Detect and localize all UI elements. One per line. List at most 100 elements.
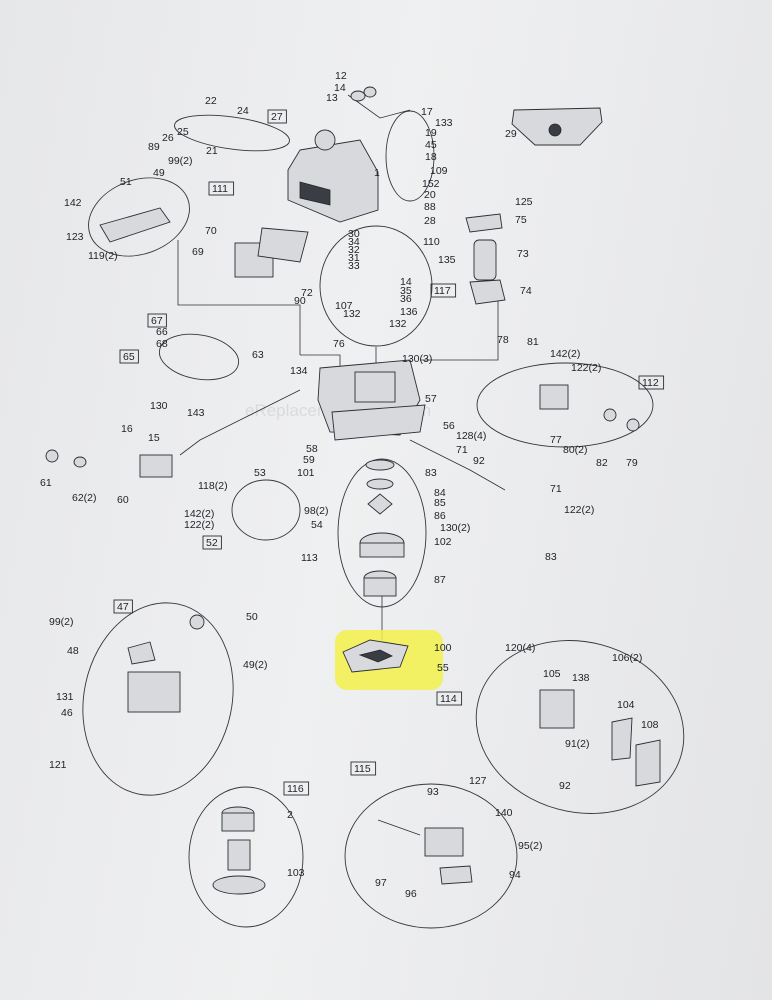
part-label-83: 83 xyxy=(425,467,437,479)
part-label-142-2-: 142(2) xyxy=(184,508,214,520)
head-cap[interactable] xyxy=(314,129,336,151)
group-111-parts[interactable] xyxy=(99,207,309,278)
motor-head-casing[interactable] xyxy=(287,139,379,223)
group-116-parts[interactable] xyxy=(212,806,266,895)
table-plate[interactable] xyxy=(331,404,426,441)
part-label-88: 88 xyxy=(424,201,436,213)
part-label-32: 32 xyxy=(348,244,360,256)
part-label-78: 78 xyxy=(497,334,509,346)
switch-assembly[interactable] xyxy=(45,449,173,478)
part-93-block[interactable] xyxy=(424,827,464,857)
part-label-15: 15 xyxy=(148,432,160,444)
part-97-rod xyxy=(377,819,421,836)
part-label-76: 76 xyxy=(333,338,345,350)
part-label-99-2-: 99(2) xyxy=(168,155,193,167)
part-87-body[interactable] xyxy=(363,577,397,597)
part-label-53: 53 xyxy=(254,467,266,479)
part-73-motor[interactable] xyxy=(473,239,497,281)
part-62-washer[interactable] xyxy=(73,456,87,468)
label-frame-65 xyxy=(119,349,139,364)
connector-line-1 xyxy=(177,240,301,355)
part-label-30: 30 xyxy=(348,228,360,240)
part-label-14: 14 xyxy=(334,82,346,94)
framed-label-boxes xyxy=(113,109,665,796)
part-102-body[interactable] xyxy=(359,542,405,558)
part-103-shaft[interactable] xyxy=(227,839,251,871)
part-label-104: 104 xyxy=(617,699,635,711)
label-frame-115 xyxy=(350,761,377,776)
part-label-1: 1 xyxy=(374,167,380,179)
part-label-82: 82 xyxy=(596,457,608,469)
part-label-81: 81 xyxy=(527,336,539,348)
part-label-132: 132 xyxy=(389,318,407,330)
part-label-110: 110 xyxy=(423,236,440,248)
connector-line-8 xyxy=(409,439,506,491)
group-114-parts[interactable] xyxy=(539,689,661,787)
part-label-87: 87 xyxy=(434,574,446,586)
part-label-67: 67 xyxy=(151,315,163,327)
motor-assembly[interactable] xyxy=(465,213,506,305)
part-82-ring[interactable] xyxy=(603,408,617,422)
group-112-parts[interactable] xyxy=(539,384,640,432)
part-label-71: 71 xyxy=(456,444,468,456)
part-103-flange[interactable] xyxy=(212,875,266,895)
part-48-bracket[interactable] xyxy=(127,641,156,665)
part-label-130: 130 xyxy=(150,400,168,412)
group-47-parts[interactable] xyxy=(127,614,205,713)
group-27-outline xyxy=(174,114,290,152)
part-label-70: 70 xyxy=(205,225,217,237)
part-label-86: 86 xyxy=(434,510,446,522)
base-table-assembly[interactable] xyxy=(317,359,426,441)
part-85[interactable] xyxy=(366,478,394,490)
part-105-block[interactable] xyxy=(539,689,575,729)
part-94-plate[interactable] xyxy=(439,865,473,885)
part-15-switch[interactable] xyxy=(139,454,173,478)
part-108-plate[interactable] xyxy=(635,739,661,787)
part-label-49-2-: 49(2) xyxy=(243,659,268,671)
part-79-knob[interactable] xyxy=(626,418,640,432)
part-14-ring[interactable] xyxy=(363,86,377,98)
label-frame-117 xyxy=(430,283,457,298)
part-label-142-2-: 142(2) xyxy=(550,348,580,360)
part-77-block[interactable] xyxy=(539,384,569,410)
part-label-140: 140 xyxy=(495,807,513,819)
group-115-parts[interactable] xyxy=(377,819,473,885)
part-29-plate[interactable] xyxy=(511,107,603,146)
part-label-55: 55 xyxy=(437,662,449,674)
part-61-knob[interactable] xyxy=(45,449,59,463)
part-100-vise[interactable] xyxy=(342,639,409,673)
part-label-111: 111 xyxy=(212,183,228,195)
part-51-plate[interactable] xyxy=(99,207,171,243)
part-86[interactable] xyxy=(367,493,393,515)
part-131-body[interactable] xyxy=(127,671,181,713)
part-104-plate[interactable] xyxy=(611,717,633,761)
part-label-35: 35 xyxy=(400,285,412,297)
part-label-14: 14 xyxy=(400,276,412,288)
part-label-45: 45 xyxy=(425,139,437,151)
part-label-133: 133 xyxy=(435,117,453,129)
part-label-142: 142 xyxy=(64,197,82,209)
part-70-panel[interactable] xyxy=(257,227,309,263)
part-13-washer[interactable] xyxy=(350,90,366,102)
part-2-body[interactable] xyxy=(221,812,255,832)
part-label-65: 65 xyxy=(123,351,135,363)
part-label-108: 108 xyxy=(641,719,659,731)
part-label-29: 29 xyxy=(505,128,517,140)
part-label-56: 56 xyxy=(443,420,455,432)
part-label-24: 24 xyxy=(237,105,249,117)
part-label-60: 60 xyxy=(117,494,129,506)
part-50-knob[interactable] xyxy=(189,614,205,630)
group-47-outline xyxy=(82,602,234,796)
head-housing[interactable] xyxy=(287,86,379,223)
part-label-90: 90 xyxy=(294,295,306,307)
column-bracket[interactable] xyxy=(354,371,396,403)
part-label-91-2-: 91(2) xyxy=(565,738,590,750)
group-115-outline xyxy=(344,783,518,929)
part-label-12: 12 xyxy=(335,70,347,82)
part-label-114: 114 xyxy=(440,693,457,705)
part-74-mount[interactable] xyxy=(469,279,506,305)
collet-stack[interactable] xyxy=(359,459,405,597)
part-75-bracket[interactable] xyxy=(465,213,503,233)
part-84[interactable] xyxy=(365,459,395,471)
part-label-31: 31 xyxy=(348,252,360,264)
